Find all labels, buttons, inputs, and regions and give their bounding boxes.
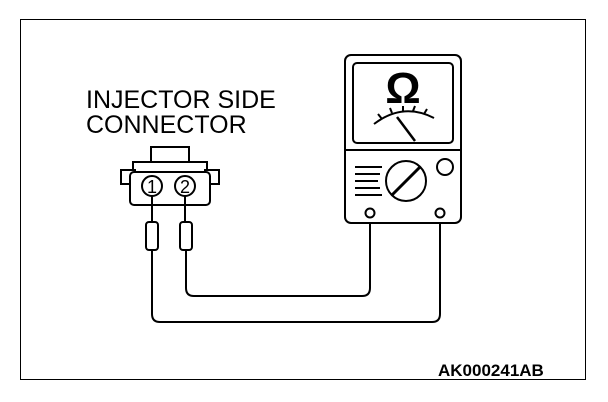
probe-2-handle — [179, 221, 193, 251]
ohm-symbol: Ω — [385, 64, 420, 113]
meter-scale-arc — [373, 110, 435, 125]
meter-scale-tick — [389, 107, 393, 114]
connector-label-line2: CONNECTOR — [86, 111, 247, 139]
pin-1-label: 1 — [147, 177, 157, 197]
meter-scale-tick — [412, 105, 416, 112]
lead-wire-2 — [185, 213, 371, 297]
meter-scale-tick — [423, 108, 428, 115]
meter-switch-ticks — [355, 166, 382, 196]
meter-terminal-left — [364, 207, 376, 219]
pin-2-label: 2 — [180, 177, 190, 197]
meter-terminal-right — [434, 207, 446, 219]
probe-1-handle — [145, 221, 159, 251]
connector-latch — [150, 146, 190, 163]
figure-code: AK000241AB — [438, 361, 544, 380]
connector-label-line1: INJECTOR SIDE — [86, 86, 276, 114]
meter-dial-pointer — [390, 165, 422, 197]
meter-zero-knob — [436, 158, 454, 176]
diagram-frame — [20, 19, 586, 380]
meter-scale-tick — [377, 113, 383, 120]
ohmmeter-icon — [344, 54, 462, 224]
lead-wire-1 — [151, 213, 441, 323]
connector-icon — [120, 146, 220, 206]
meter-display — [352, 62, 454, 144]
meter-needle — [396, 116, 416, 142]
